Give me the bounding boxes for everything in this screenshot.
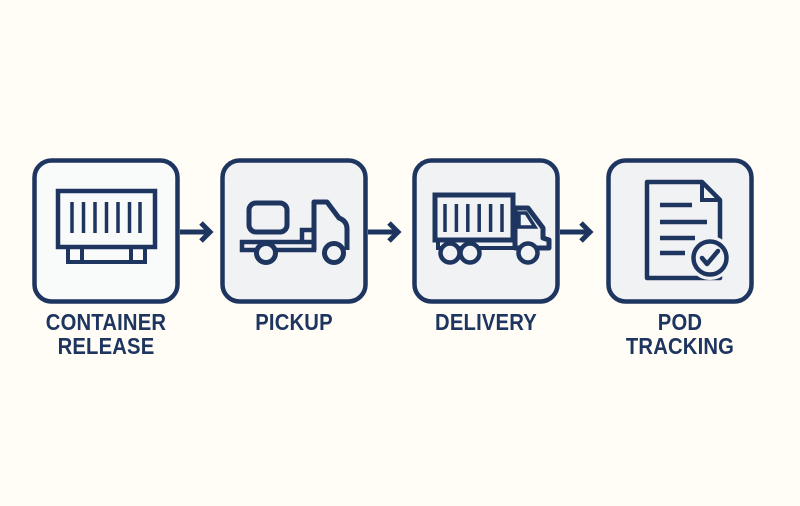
flatbed-truck-icon (220, 158, 368, 304)
step-label: PICKUP (193, 310, 395, 334)
step-label-line: PICKUP (255, 309, 333, 335)
box-truck-icon (412, 158, 560, 304)
step-pod-tracking: POD TRACKING (606, 158, 754, 358)
flow-arrow-icon (368, 221, 402, 243)
flow-arrow-icon (180, 221, 214, 243)
step-label-line: CONTAINER (45, 309, 167, 335)
step-box (220, 158, 368, 304)
step-label: CONTAINER RELEASE (5, 310, 207, 358)
step-label-line: RELEASE (57, 333, 155, 359)
step-delivery: DELIVERY (412, 158, 560, 334)
step-label-line: POD (657, 309, 703, 335)
step-label: POD TRACKING (579, 310, 781, 358)
step-container-release: CONTAINER RELEASE (32, 158, 180, 358)
step-label: DELIVERY (385, 310, 587, 334)
document-check-icon (606, 158, 754, 304)
step-pickup: PICKUP (220, 158, 368, 334)
flow-arrow-icon (560, 221, 594, 243)
step-label-line: DELIVERY (435, 309, 537, 335)
step-label-line: TRACKING (625, 333, 735, 359)
shipping-container-icon (32, 158, 180, 304)
